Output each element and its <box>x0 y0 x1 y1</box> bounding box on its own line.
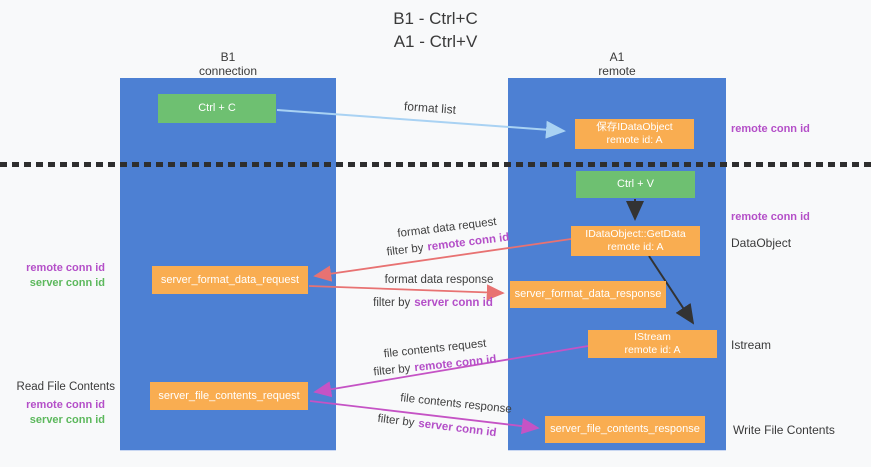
session-divider-dashed-line <box>0 162 871 167</box>
server-format-data-request-node: server_format_data_request <box>152 266 308 294</box>
ctrl-c-node: Ctrl + C <box>158 94 276 123</box>
ctrl-v-node: Ctrl + V <box>576 171 695 198</box>
server-format-data-response-label: server_format_data_response <box>514 288 662 300</box>
save-dataobject-line1: 保存IDataObject <box>596 121 673 133</box>
dataobject-label: DataObject <box>731 236 792 250</box>
left-remote-conn-id-format-label: remote conn id <box>26 262 105 274</box>
format-list-annotation: format list <box>403 99 457 117</box>
right-remote-conn-id-top-label: remote conn id <box>731 123 810 135</box>
server-file-contents-request-label: server_file_contents_request <box>158 389 300 402</box>
diagram-title: B1 - Ctrl+C A1 - Ctrl+V <box>0 7 871 53</box>
filter-by-text: filter by <box>373 297 411 309</box>
getdata-line2: remote id: A <box>607 241 664 253</box>
server-format-data-request-label: server_format_data_request <box>160 273 300 286</box>
istream-node: IStream remote id: A <box>588 330 717 358</box>
diagram-title-line2: A1 - Ctrl+V <box>393 32 478 51</box>
filter-by-text: filter by <box>385 242 425 259</box>
save-dataobject-node: 保存IDataObject remote id: A <box>575 119 694 149</box>
left-server-conn-id-file-label: server conn id <box>29 414 105 426</box>
getdata-node: IDataObject::GetData remote id: A <box>571 226 700 256</box>
diagram-title-line1: B1 - Ctrl+C <box>393 9 478 28</box>
server-conn-id-text: server conn id <box>414 297 493 309</box>
getdata-line1: IDataObject::GetData <box>585 228 686 240</box>
write-file-contents-label: Write File Contents <box>733 423 835 437</box>
file-contents-response-annotation: file contents response <box>399 392 513 416</box>
server-file-contents-request-node: server_file_contents_request <box>150 382 308 410</box>
lane-a1-name: A1 <box>609 50 625 64</box>
lane-a1-role: remote <box>598 64 636 78</box>
left-server-conn-id-format-label: server conn id <box>29 277 105 289</box>
istream-line2: remote id: A <box>624 344 681 356</box>
lane-header-b1: B1 connection <box>120 50 336 78</box>
left-remote-conn-id-file-label: remote conn id <box>26 399 105 411</box>
right-remote-conn-id-mid-label: remote conn id <box>731 211 810 223</box>
save-dataobject-line2: remote id: A <box>606 134 663 146</box>
ctrl-v-label: Ctrl + V <box>617 178 654 190</box>
filter-by-text: filter by <box>376 412 416 430</box>
ctrl-c-label: Ctrl + C <box>198 102 236 114</box>
server-conn-id-text: server conn id <box>417 417 498 440</box>
server-format-data-response-node: server_format_data_response <box>510 281 666 308</box>
format-data-response-annotation: format data response <box>384 274 494 286</box>
istream-side-label: Istream <box>731 338 772 352</box>
lane-b1-name: B1 <box>220 50 236 64</box>
lane-header-a1: A1 remote <box>508 50 726 78</box>
format-request-to-response-arrow <box>308 284 505 301</box>
server-file-contents-response-label: server_file_contents_response <box>550 423 700 435</box>
lane-b1-role: connection <box>198 64 258 78</box>
server-file-contents-response-node: server_file_contents_response <box>545 416 705 443</box>
filter-by-text: filter by <box>372 362 412 379</box>
istream-line1: IStream <box>634 331 671 343</box>
remote-conn-id-text: remote conn id <box>413 353 498 375</box>
read-file-contents-label: Read File Contents <box>16 381 115 393</box>
